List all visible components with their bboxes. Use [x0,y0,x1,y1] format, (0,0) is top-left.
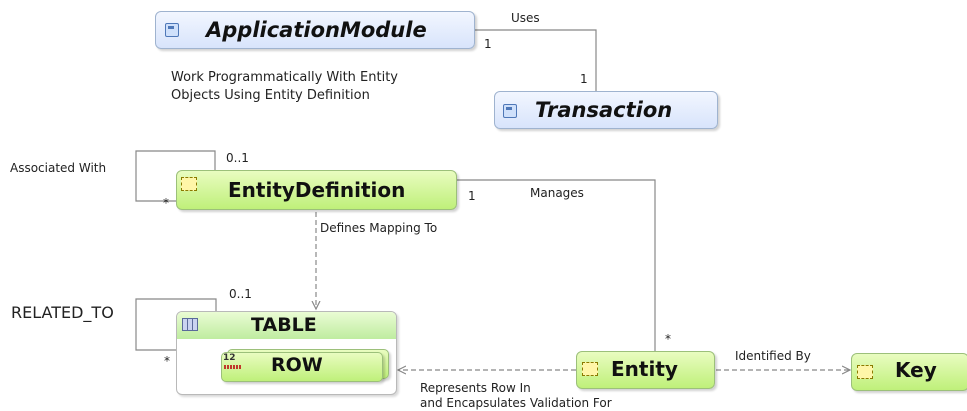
note-line-2: Objects Using Entity Definition [171,88,370,103]
associated-with-label: Associated With [10,161,107,175]
manages-source-multiplicity: 1 [468,189,476,203]
manages-target-multiplicity: * [665,332,671,346]
associated-with-multiplicity-top: 0..1 [226,151,249,165]
row-icon: 12 [223,354,245,370]
transaction-title: Transaction [535,98,673,122]
represents-row-label-line-1: Represents Row In [420,381,531,395]
associated-with-edge [135,150,216,202]
entity-definition-node[interactable]: EntityDefinition [176,170,457,210]
manages-edge [456,179,656,352]
key-node[interactable]: Key [851,353,967,391]
table-title: TABLE [251,314,317,336]
related-to-label: RELATED_TO [11,303,114,322]
transaction-node[interactable]: Transaction [494,91,718,129]
defines-mapping-label: Defines Mapping To [320,221,438,235]
table-header: TABLE [177,312,396,339]
entity-definition-title: EntityDefinition [228,178,406,202]
entity-icon [582,362,598,376]
entity-node[interactable]: Entity [576,351,715,389]
entity-title: Entity [611,357,678,381]
key-title: Key [895,358,937,382]
entity-icon [857,365,873,379]
row-node[interactable]: 12 ROW [221,352,383,382]
related-to-multiplicity-top: 0..1 [229,287,252,301]
application-module-node[interactable]: ApplicationModule [155,11,475,49]
application-module-title: ApplicationModule [206,18,427,42]
uses-target-multiplicity: 1 [580,72,588,86]
represents-row-label-line-2: and Encapsulates Validation For [420,396,612,410]
entity-icon [181,177,197,191]
associated-with-multiplicity-bottom: * [163,196,169,210]
uses-edge [474,29,597,92]
manages-label: Manages [530,186,584,200]
row-title: ROW [271,354,323,376]
uses-label: Uses [511,11,540,25]
related-to-multiplicity-bottom: * [164,354,170,368]
module-icon [165,23,179,37]
module-icon [503,104,517,118]
uses-source-multiplicity: 1 [484,37,492,51]
related-to-edge [135,298,217,351]
identified-by-label: Identified By [735,349,811,363]
table-icon [182,318,198,331]
note-line-1: Work Programmatically With Entity [171,70,399,85]
